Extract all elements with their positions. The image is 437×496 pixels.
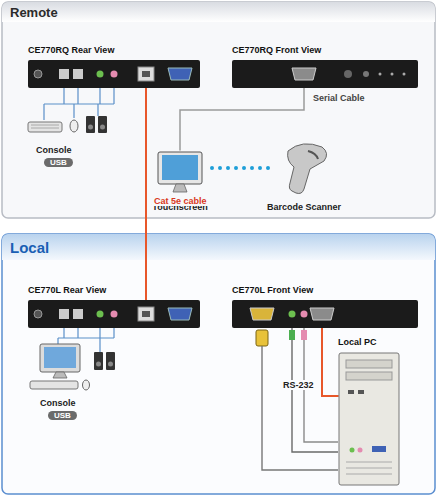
device-label: Barcode Scanner: [262, 202, 346, 212]
unit-heading: CE770L Front View: [232, 285, 313, 295]
unit-heading: Local PC: [338, 337, 377, 347]
cable-label: Cat 5e cable: [152, 196, 209, 206]
cable-connector: [212, 166, 270, 170]
extender-unit: CE770L Front View: [232, 300, 418, 328]
barcode-scanner-icon: [262, 137, 346, 212]
extender-unit-icon: [28, 60, 200, 88]
cable-label: Serial Cable: [311, 93, 367, 103]
port-badge: USB: [48, 411, 77, 420]
cable-connector: [145, 88, 147, 300]
cable-label: RS-232: [281, 380, 316, 390]
extender-unit: CE770RQ Front View: [232, 60, 418, 88]
console-label: Console: [36, 145, 72, 155]
panel-title: Local: [10, 239, 49, 256]
extender-unit-icon: [232, 60, 418, 88]
extender-unit-icon: [28, 300, 200, 328]
cable-connector: [180, 88, 304, 150]
barcode-scanner: Barcode Scanner: [262, 137, 346, 212]
unit-heading: CE770RQ Front View: [232, 45, 321, 55]
extender-unit: CE770L Rear View: [28, 300, 200, 328]
local-panel: LocalCE770L Rear ViewCE770L Front ViewLo…: [2, 234, 435, 494]
panel-title: Remote: [10, 5, 58, 20]
local-pc-icon: [338, 352, 400, 486]
remote-panel: RemoteCE770RQ Rear ViewCE770RQ Front Vie…: [2, 2, 435, 218]
unit-heading: CE770L Rear View: [28, 285, 106, 295]
local-pc: Local PC: [338, 352, 400, 486]
cable-connector: [322, 328, 338, 396]
port-badge: USB: [44, 158, 73, 167]
extender-unit-icon: [232, 300, 418, 328]
unit-heading: CE770RQ Rear View: [28, 45, 114, 55]
extender-unit: CE770RQ Rear View: [28, 60, 200, 88]
console-label: Console: [40, 398, 76, 408]
